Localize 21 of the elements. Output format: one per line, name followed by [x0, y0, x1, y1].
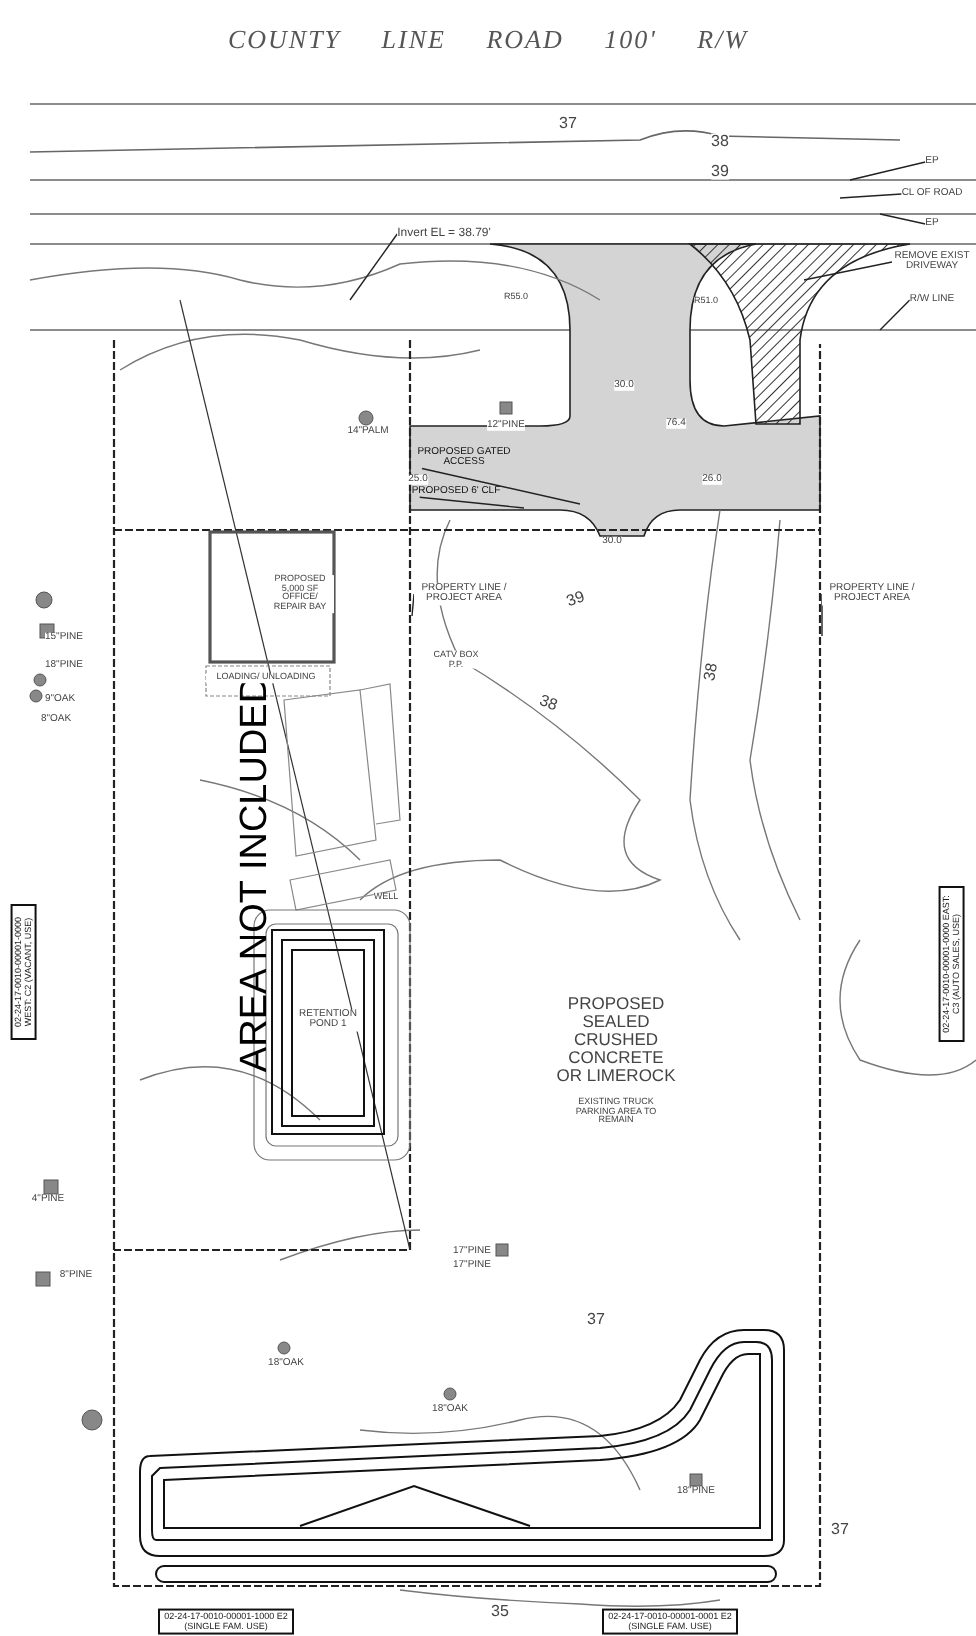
- contour-elevation: 39: [711, 163, 729, 181]
- leader-line: [839, 193, 903, 199]
- leader-line: [419, 496, 525, 509]
- leader-line: [349, 233, 398, 301]
- road-title: COUNTY LINE ROAD 100' R/W: [227, 26, 749, 54]
- leader-line: [803, 261, 893, 281]
- leader-line: [849, 161, 927, 181]
- contour-elevation: 37: [831, 1521, 849, 1539]
- contour-elevation: 38: [702, 661, 722, 683]
- leader-line: [421, 467, 581, 505]
- contour-elevation: 37: [559, 115, 577, 133]
- leader-line: [411, 593, 415, 617]
- contour-elevation: 39: [564, 589, 588, 611]
- leader-line: [879, 299, 911, 331]
- contour-elevation: 35: [491, 1603, 509, 1621]
- contour-elevation: 38: [711, 133, 729, 151]
- leader-line: [879, 213, 927, 225]
- contour-elevation: 38: [536, 693, 560, 715]
- area-note: PROPOSED SEALED CRUSHED CONCRETE OR LIMEROCK: [554, 995, 678, 1085]
- contour-elevation: 37: [587, 1311, 605, 1329]
- access-drive-area: [409, 243, 821, 537]
